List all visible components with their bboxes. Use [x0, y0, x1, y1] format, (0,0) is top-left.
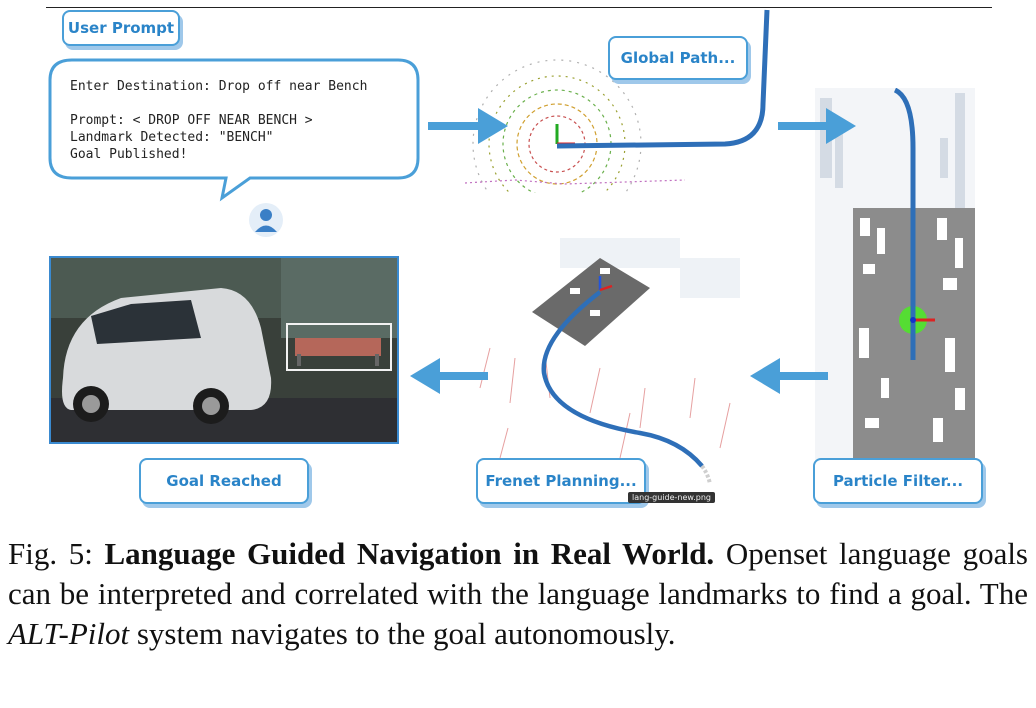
speech-line-goal: Goal Published! [70, 147, 188, 162]
arrow-right-icon [778, 108, 856, 144]
caption-text-2: system navigates to the goal autonomousl… [129, 616, 676, 651]
speech-text: Enter Destination: Drop off near Bench P… [70, 78, 367, 163]
caption-prefix: Fig. 5: [8, 536, 105, 571]
filename-tooltip: lang-guide-new.png [628, 492, 715, 503]
caption-system-name: ALT-Pilot [8, 616, 130, 651]
arrow-left-icon [410, 358, 488, 394]
speech-line-destination: Enter Destination: Drop off near Bench [70, 79, 368, 94]
particle-filter-map [815, 88, 975, 460]
caption-text-1: Openset language goals can be interprete… [8, 536, 1028, 611]
global-path-map [464, 9, 770, 193]
figure-caption: Fig. 5: Language Guided Navigation in Re… [8, 534, 1028, 654]
user-prompt-label: User Prompt [62, 10, 180, 46]
goal-reached-label: Goal Reached [139, 458, 309, 504]
arrow-left-icon [750, 358, 828, 394]
speech-bubble [48, 58, 420, 202]
arrow-right-icon [428, 108, 508, 144]
frenet-planning-map [479, 238, 740, 485]
global-path-label: Global Path... [608, 36, 748, 80]
caption-title: Language Guided Navigation in Real World… [104, 536, 715, 571]
speech-line-landmark: Landmark Detected: "BENCH" [70, 130, 274, 145]
particle-filter-label: Particle Filter... [813, 458, 983, 504]
flow-arrows [410, 108, 856, 394]
top-rule [46, 7, 992, 8]
frenet-planning-label: Frenet Planning... [476, 458, 646, 504]
user-icon [249, 203, 283, 237]
speech-line-prompt: Prompt: < DROP OFF NEAR BENCH > [70, 113, 313, 128]
goal-photo [49, 256, 399, 444]
